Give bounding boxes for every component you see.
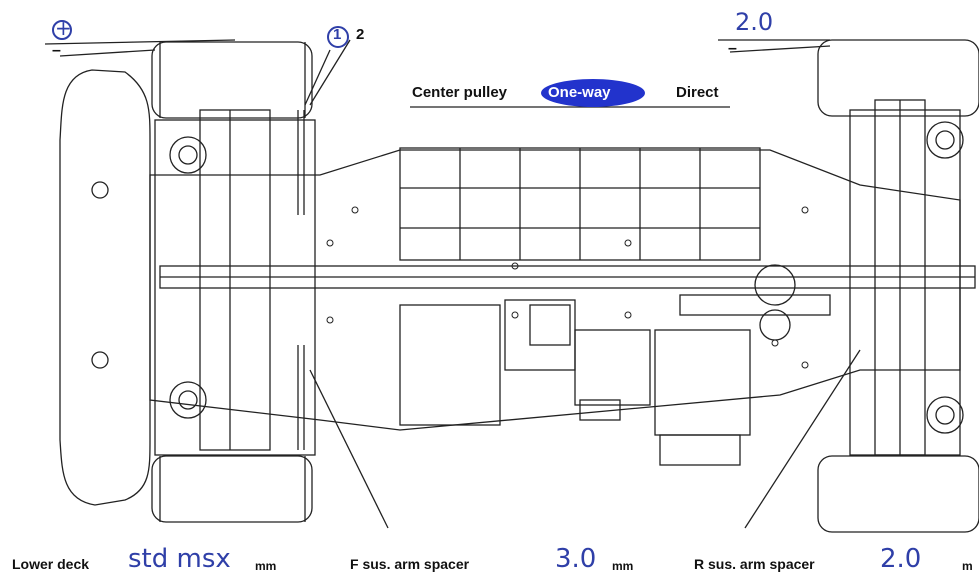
r-spacer-value[interactable]: 2.0 [880, 544, 922, 574]
pulley-belt [679, 294, 831, 316]
oneway-selection [541, 79, 645, 107]
rear-camber-minus: – [728, 40, 737, 57]
rear-left-tire [817, 39, 979, 117]
front-bumper [59, 69, 151, 506]
lower-deck-label: Lower deck [12, 556, 90, 572]
center-pulley-option-oneway[interactable]: One-way [548, 84, 611, 101]
motor [654, 329, 751, 436]
center-pulley-label: Center pulley [412, 84, 508, 101]
f-spacer-value[interactable]: 3.0 [555, 544, 597, 574]
r-spacer-unit: m [962, 559, 973, 573]
f-spacer-unit: mm [612, 559, 634, 573]
r-spacer-label: R sus. arm spacer [694, 556, 815, 572]
front-camber-plus: + [55, 16, 72, 40]
rear-right-tire [817, 455, 979, 533]
f-spacer-label: F sus. arm spacer [350, 556, 470, 572]
front-right-tire [151, 455, 313, 523]
link-position-1: 1 [333, 26, 342, 43]
front-camber-minus: – [52, 42, 61, 59]
esc-box [399, 304, 501, 426]
center-pulley-option-direct[interactable]: Direct [676, 84, 719, 101]
plus-circle [52, 20, 72, 40]
front-suspension [154, 119, 316, 456]
link-1-circle [327, 26, 349, 48]
lower-deck-value[interactable]: std msx [128, 544, 231, 574]
main-chassis [149, 149, 961, 431]
rear-suspension [849, 109, 961, 456]
lower-deck-unit: mm [255, 559, 277, 573]
link-position-2: 2 [356, 26, 365, 43]
rear-camber-value: 2.0 [735, 8, 774, 36]
front-left-tire [151, 41, 313, 119]
